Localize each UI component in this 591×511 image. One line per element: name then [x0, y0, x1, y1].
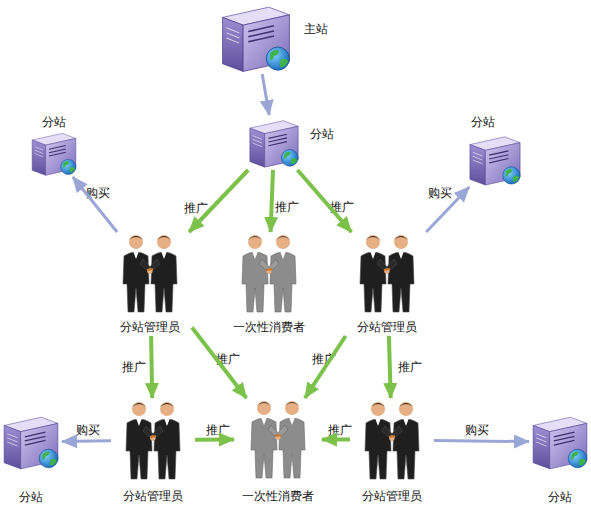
people-icon [247, 398, 309, 480]
node-label: 分站 [307, 127, 337, 141]
server-icon [462, 133, 528, 187]
station-admin: 分站管理员 [350, 398, 434, 508]
sub-server: 分站 [529, 410, 591, 508]
promote-arrow [151, 336, 152, 398]
server-icon [25, 130, 83, 177]
promote-arrow [192, 328, 246, 399]
edge-label: 推广 [312, 352, 336, 366]
sub-server: 分站 [25, 115, 83, 177]
node-label: 分站 [25, 115, 83, 129]
edge-label: 购买 [428, 186, 452, 200]
node-label: 一次性消费者 [225, 320, 313, 334]
station-admin: 分站管理员 [345, 232, 429, 336]
people-icon [356, 232, 418, 314]
station-admin: 分站管理员 [111, 398, 195, 508]
people-icon [238, 232, 300, 314]
edge-label: 推广 [216, 352, 240, 366]
node-label: 分站 [0, 490, 62, 504]
promote-arrow [389, 336, 391, 398]
one-time-consumer: 一次性消费者 [225, 232, 313, 336]
server-icon [215, 2, 297, 74]
promote-arrow [322, 437, 350, 441]
node-label: 主站 [301, 22, 331, 36]
edge-label: 推广 [330, 200, 354, 214]
edge-label: 购买 [76, 423, 100, 437]
people-icon [119, 232, 181, 314]
promote-arrow [305, 336, 346, 398]
server-icon [529, 413, 591, 471]
edge-label: 推广 [328, 423, 352, 437]
node-label: 分站管理员 [111, 489, 195, 503]
people-icon [361, 398, 423, 482]
edge-label: 推广 [184, 201, 208, 215]
station-admin: 分站管理员 [108, 232, 192, 336]
node-label: 分站管理员 [108, 320, 192, 334]
node-label: 分站 [462, 115, 504, 129]
sub-server: 分站 [245, 115, 337, 170]
people-icon [122, 398, 184, 482]
edge-label: 推广 [206, 423, 230, 437]
promote-arrow [189, 170, 248, 232]
edge-label: 推广 [398, 360, 422, 374]
edge-label: 推广 [122, 360, 146, 374]
main-server: 主站 [215, 2, 333, 74]
one-time-consumer: 一次性消费者 [234, 398, 322, 508]
purchase-arrow [73, 177, 117, 232]
node-label: 分站 [529, 490, 591, 504]
promote-arrow [195, 437, 234, 441]
sub-server: 分站 [0, 410, 62, 508]
node-label: 分站管理员 [350, 489, 434, 503]
edge-label: 购买 [465, 423, 489, 437]
purchase-arrow [262, 74, 269, 115]
promote-arrow [298, 170, 352, 232]
node-label: 一次性消费者 [234, 489, 322, 503]
promote-arrow [271, 170, 273, 232]
purchase-arrow [62, 439, 111, 443]
purchase-arrow [434, 441, 529, 442]
purchase-arrow [426, 187, 469, 232]
server-icon [245, 117, 303, 169]
node-label: 分站管理员 [345, 320, 429, 334]
edge-label: 购买 [86, 186, 110, 200]
server-icon [0, 413, 62, 471]
sub-server: 分站 [462, 115, 528, 187]
edge-label: 推广 [275, 200, 299, 214]
